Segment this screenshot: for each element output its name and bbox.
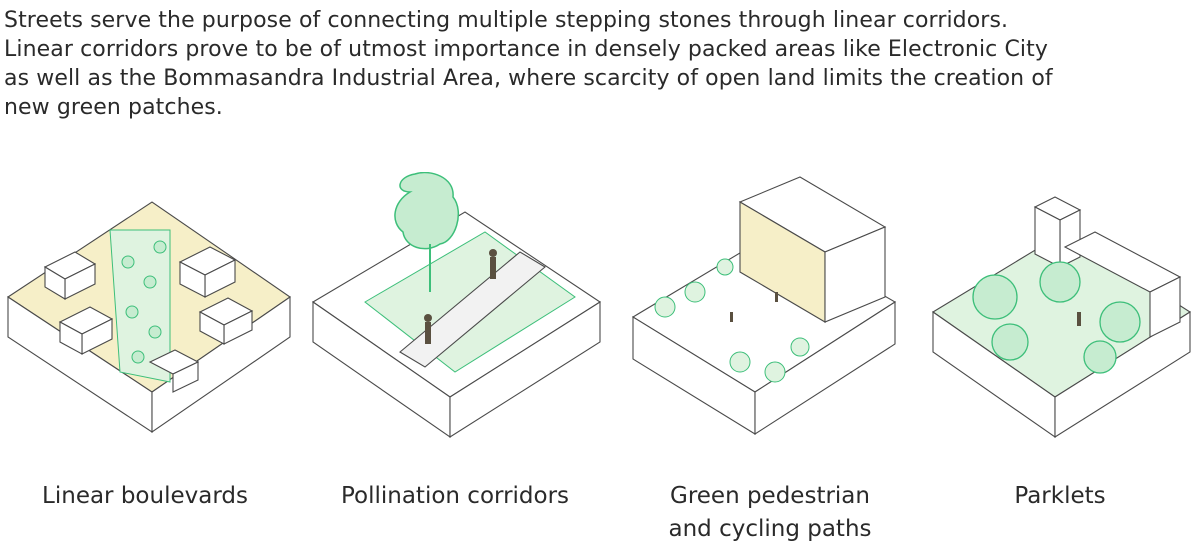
caption-green-paths: Green pedestrian and cycling paths	[668, 483, 872, 542]
green-paths-illustration	[625, 172, 925, 472]
caption-pollination-corridors: Pollination corridors	[340, 483, 570, 509]
pollination-corridors-illustration	[305, 172, 605, 472]
tree-icon	[394, 172, 460, 292]
linear-boulevards-illustration	[0, 172, 300, 472]
parklets-illustration	[925, 172, 1200, 472]
caption-linear-boulevards: Linear boulevards	[42, 483, 248, 509]
intro-paragraph: Streets serve the purpose of connecting …	[4, 8, 1053, 120]
caption-parklets: Parklets	[1014, 483, 1106, 509]
